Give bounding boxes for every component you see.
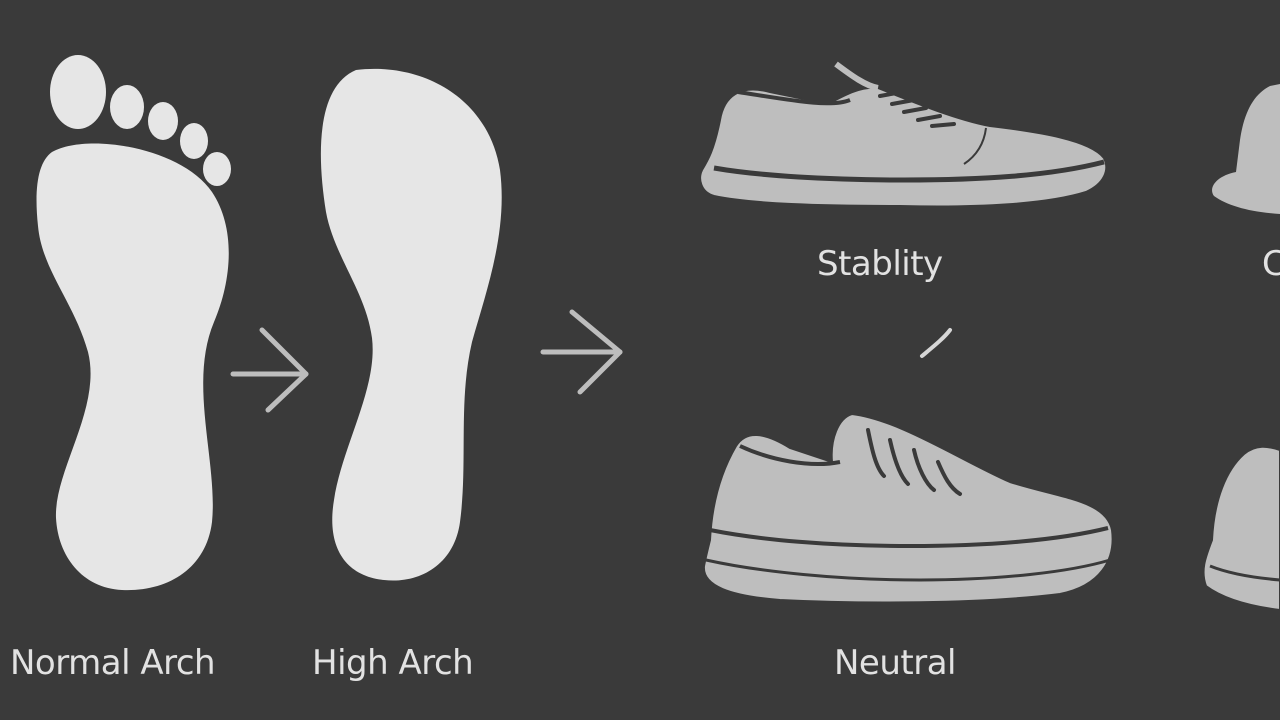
connector-mark — [920, 328, 952, 358]
partial-label: C — [1262, 244, 1280, 284]
neutral-shoe-icon — [702, 412, 1114, 604]
high-arch-label: High Arch — [312, 643, 474, 683]
normal-foot-icon — [36, 55, 231, 591]
normal-arch-label: Normal Arch — [10, 643, 216, 683]
neutral-shoe-partial-icon — [1202, 445, 1280, 612]
arrow-right-icon — [230, 327, 309, 413]
stability-shoe-icon — [699, 61, 1108, 208]
neutral-label: Neutral — [834, 643, 957, 683]
high-arch-foot-icon — [320, 68, 502, 581]
stability-label: Stablity — [817, 244, 943, 284]
arrow-right-icon — [540, 309, 623, 395]
stability-shoe-partial-icon — [1212, 84, 1280, 214]
